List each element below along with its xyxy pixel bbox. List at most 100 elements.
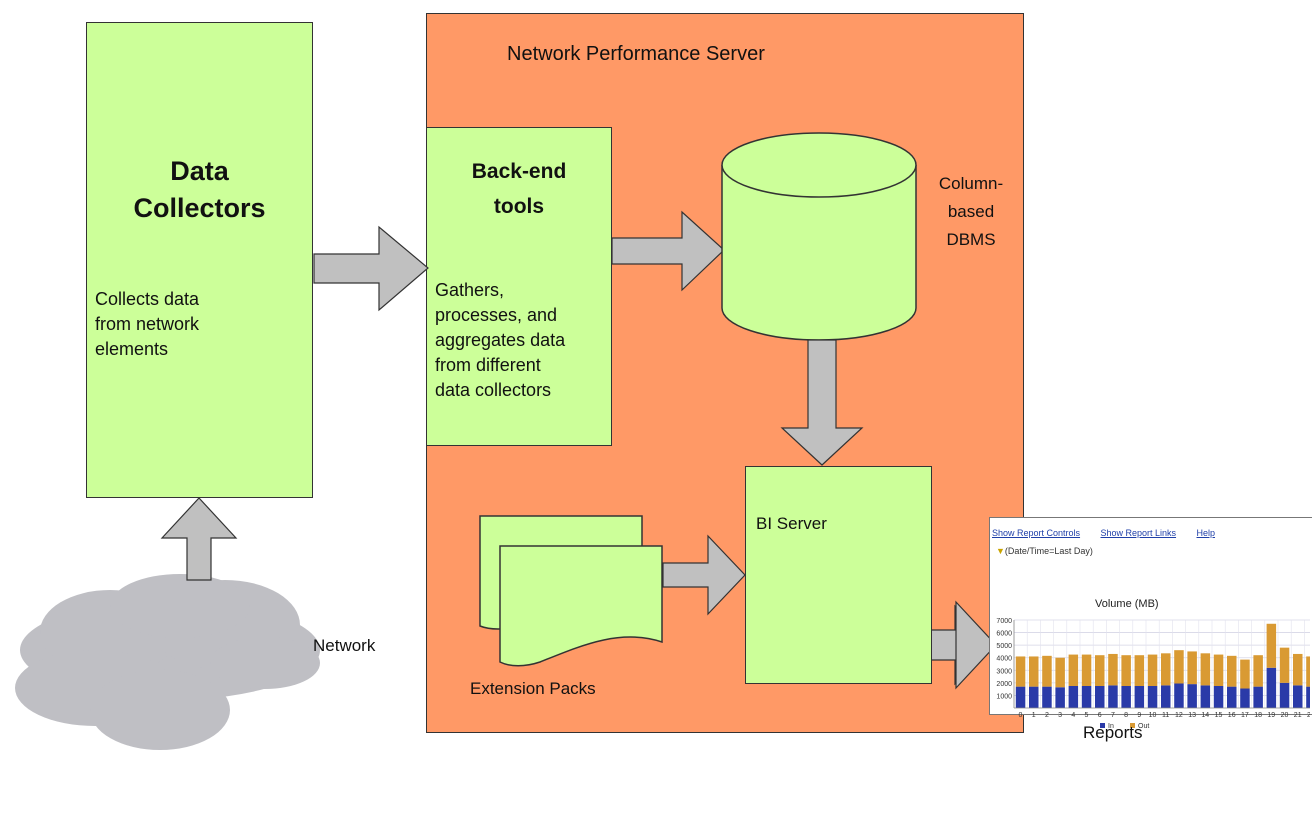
bar-in <box>1306 686 1310 708</box>
backend-desc-line2: processes, and <box>435 305 558 325</box>
bar-out <box>1108 653 1118 686</box>
bar-out <box>1279 647 1290 683</box>
backend-tools-description: Gathers, processes, and aggregates data … <box>435 278 565 403</box>
bar-out <box>1134 655 1145 686</box>
y-tick-label: 7000 <box>996 618 1012 625</box>
show-report-links-link[interactable]: Show Report Links <box>1100 528 1177 538</box>
network-cloud <box>15 574 320 750</box>
report-filter: ▼(Date/Time=Last Day) <box>996 546 1093 556</box>
bar-out <box>1187 651 1197 685</box>
arrow-network-to-collectors <box>160 497 238 581</box>
dbms-label-line1: Column- <box>938 174 1004 193</box>
bar-out <box>1266 623 1277 668</box>
bi-server-label: BI Server <box>756 514 827 533</box>
legend-swatch-out <box>1130 723 1135 728</box>
bar-out <box>1240 659 1250 689</box>
bar-in <box>1081 686 1092 708</box>
collectors-desc-line1: Collects data <box>95 289 200 309</box>
arrow-bi-server-to-reports-head <box>955 600 997 690</box>
x-tick-label: 9 <box>1137 712 1141 719</box>
arrow-dbms-to-bi-server <box>780 339 864 466</box>
report-links: Show Report Controls Show Report Links H… <box>992 523 1231 541</box>
bar-in <box>1200 685 1211 708</box>
bar-out <box>1081 654 1092 686</box>
x-tick-label: 7 <box>1111 712 1115 719</box>
help-link[interactable]: Help <box>1196 528 1216 538</box>
bar-out <box>1147 654 1158 686</box>
x-tick-label: 19 <box>1267 712 1275 719</box>
backend-desc-line4: from different <box>435 355 541 375</box>
bar-in <box>1121 686 1131 708</box>
bar-in <box>1055 687 1065 708</box>
network-label: Network <box>313 636 376 655</box>
extension-packs-icon <box>479 515 663 667</box>
bar-in <box>1187 684 1197 708</box>
x-tick-label: 10 <box>1149 712 1157 719</box>
show-report-controls-link[interactable]: Show Report Controls <box>992 528 1081 538</box>
bar-in <box>1293 685 1303 708</box>
backend-title-line1: Back-end <box>471 160 567 183</box>
bar-in <box>1134 686 1145 708</box>
reports-panel: Show Report Controls Show Report Links H… <box>989 517 1312 730</box>
bar-out <box>1293 653 1303 686</box>
x-tick-label: 4 <box>1071 712 1075 719</box>
y-tick-label: 3000 <box>996 668 1012 675</box>
backend-tools-title: Back-end tools <box>427 154 611 224</box>
arrow-extension-to-bi-server <box>662 534 746 616</box>
bar-out <box>1055 657 1065 688</box>
report-chart-title: Volume (MB) <box>1095 598 1159 610</box>
legend-swatch-in <box>1100 723 1105 728</box>
dbms-cylinder <box>721 132 917 341</box>
y-tick-label: 6000 <box>996 631 1012 638</box>
bar-in <box>1279 682 1290 708</box>
bar-in <box>1042 686 1052 708</box>
data-collectors-description: Collects data from network elements <box>95 287 199 362</box>
bar-in <box>1266 667 1277 708</box>
backend-title-line2: tools <box>493 195 545 218</box>
server-title: Network Performance Server <box>507 43 765 65</box>
bar-out <box>1161 653 1171 686</box>
bar-out <box>1015 656 1026 687</box>
x-tick-label: 18 <box>1254 712 1262 719</box>
bar-in <box>1227 686 1237 708</box>
bar-out <box>1213 654 1224 686</box>
x-tick-label: 6 <box>1098 712 1102 719</box>
collectors-title-line1: Data <box>170 156 229 186</box>
x-tick-label: 11 <box>1162 712 1169 719</box>
bar-in <box>1015 686 1026 708</box>
bar-in <box>1161 685 1171 708</box>
bar-in <box>1213 686 1224 708</box>
bar-out <box>1306 656 1310 687</box>
bar-out <box>1095 655 1105 686</box>
arrow-collectors-to-backend <box>313 225 429 312</box>
x-tick-label: 16 <box>1228 712 1236 719</box>
x-tick-label: 5 <box>1085 712 1089 719</box>
y-tick-label: 5000 <box>996 643 1012 650</box>
bar-in <box>1174 683 1184 708</box>
bar-in <box>1108 685 1118 708</box>
extension-packs-label: Extension Packs <box>470 679 596 698</box>
dbms-label-line3: DBMS <box>946 230 996 249</box>
backend-tools-box: Back-end tools Gathers, processes, and a… <box>426 127 612 446</box>
bar-out <box>1200 653 1211 686</box>
x-tick-label: 21 <box>1294 712 1302 719</box>
bar-in <box>1029 686 1039 708</box>
data-collectors-box: Data Collectors Collects data from netwo… <box>86 22 313 498</box>
backend-desc-line3: aggregates data <box>435 330 566 350</box>
x-tick-label: 12 <box>1175 712 1183 719</box>
y-tick-label: 4000 <box>996 656 1012 663</box>
report-filter-text: (Date/Time=Last Day) <box>1004 546 1093 556</box>
bar-out <box>1029 656 1039 687</box>
dbms-label: Column- based DBMS <box>926 170 1016 254</box>
dbms-label-line2: based <box>947 202 995 221</box>
x-tick-label: 22 <box>1307 712 1310 719</box>
bar-in <box>1147 686 1158 708</box>
legend-label-in: In <box>1108 723 1114 730</box>
x-tick-label: 3 <box>1058 712 1062 719</box>
filter-icon[interactable]: ▼ <box>996 546 1005 556</box>
bar-out <box>1121 655 1131 686</box>
collectors-desc-line3: elements <box>95 339 169 359</box>
